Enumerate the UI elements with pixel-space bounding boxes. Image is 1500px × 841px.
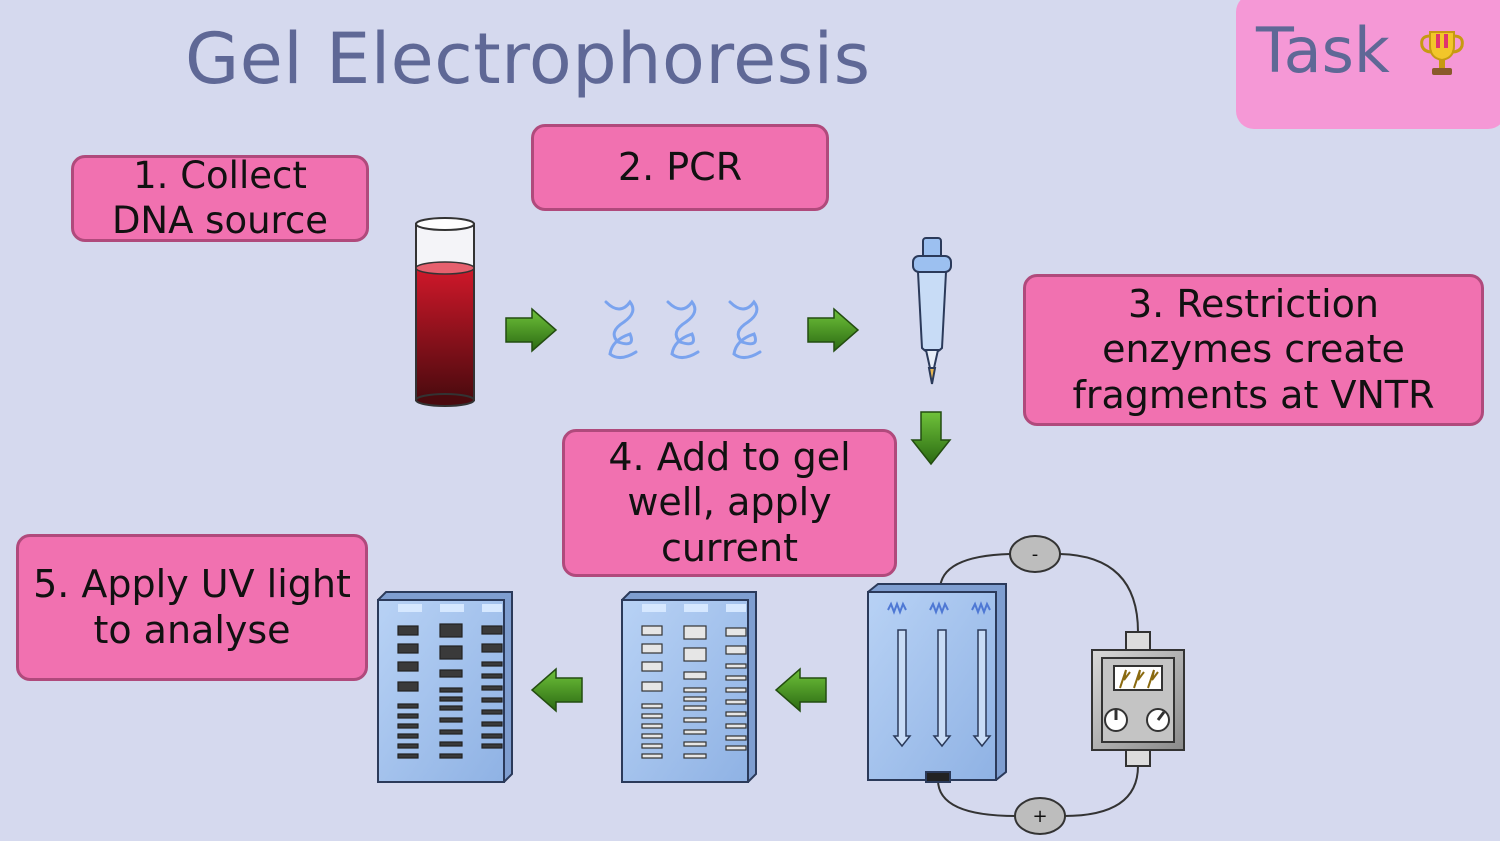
negative-electrode — [1009, 535, 1061, 573]
power-supply-icon — [1091, 631, 1185, 767]
step-4-label: 4. Add to gel well, apply current — [608, 434, 851, 570]
trophy-icon — [1420, 31, 1464, 75]
gel-tank-icon — [867, 583, 1007, 783]
step-2-box: 2. PCR — [531, 124, 829, 211]
positive-electrode — [1014, 797, 1066, 835]
gel-tank-wells — [887, 601, 991, 615]
page-title: Gel Electrophoresis — [185, 18, 871, 100]
step-4-box: 4. Add to gel well, apply current — [562, 429, 897, 577]
gel-tank-migration-arrows — [892, 629, 992, 748]
task-button[interactable]: Task — [1236, 0, 1500, 129]
negative-electrode-label: - — [1032, 544, 1039, 565]
gel-plate-middle-wells — [642, 604, 746, 612]
blood-tube-icon — [415, 217, 475, 407]
arrow-left-1-icon — [774, 667, 827, 713]
step-5-box: 5. Apply UV light to analyse — [16, 534, 368, 681]
dna-strands-icon — [604, 299, 762, 359]
positive-electrode-label: + — [1032, 806, 1047, 827]
arrow-right-1-icon — [505, 307, 558, 353]
arrow-left-2-icon — [530, 667, 583, 713]
step-3-label: 3. Restriction enzymes create fragments … — [1072, 281, 1435, 417]
gel-plate-left-wells — [398, 604, 502, 612]
pipette-icon — [912, 237, 952, 385]
gel-plate-left-bands — [397, 623, 503, 759]
gel-plate-middle-bands — [641, 625, 747, 759]
step-1-label: 1. Collect DNA source — [111, 154, 329, 242]
arrow-down-icon — [910, 411, 952, 466]
arrow-right-2-icon — [807, 307, 860, 353]
step-3-box: 3. Restriction enzymes create fragments … — [1023, 274, 1484, 426]
step-5-label: 5. Apply UV light to analyse — [33, 561, 351, 652]
step-1-box: 1. Collect DNA source — [71, 154, 369, 242]
step-2-label: 2. PCR — [617, 144, 743, 189]
task-label: Task — [1256, 14, 1390, 87]
